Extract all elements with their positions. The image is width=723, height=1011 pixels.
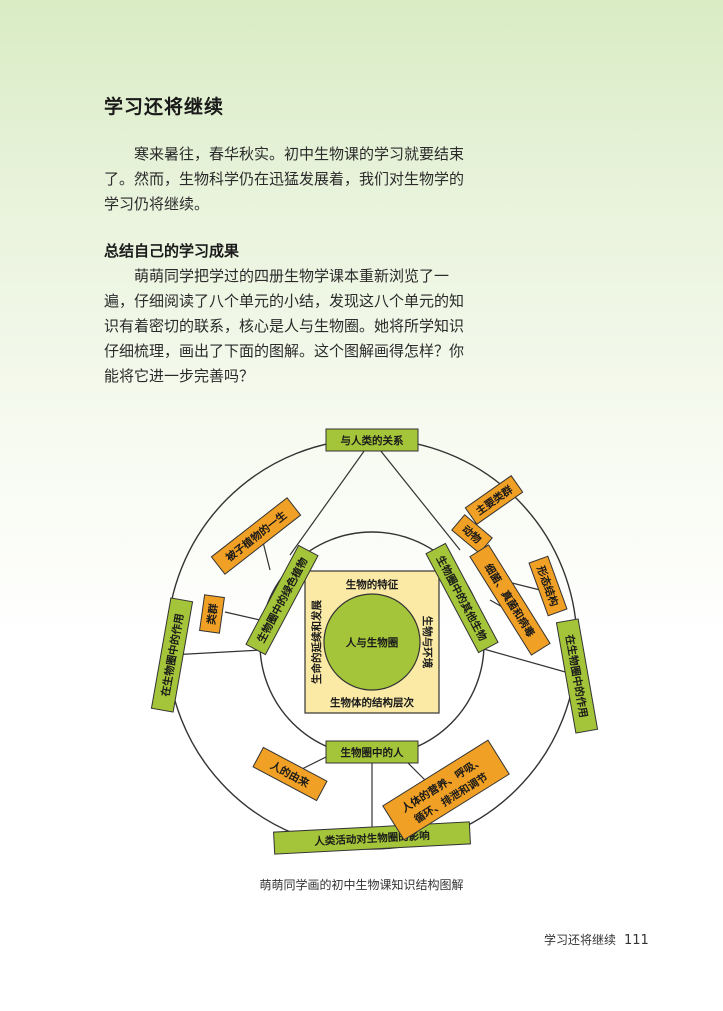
intro-paragraph: 寒来暑往，春华秋实。初中生物课的学习就要结束了。然而，生物科学仍在迅猛发展着，我… xyxy=(104,145,465,213)
leaf-major-groups-box: 主要类群 xyxy=(464,475,524,525)
core-circle xyxy=(323,593,421,691)
mid-bottom-box: 生物圈中的人 xyxy=(325,740,419,764)
center-label: 人与生物圈 xyxy=(346,636,399,649)
page-title: 学习还将继续 xyxy=(104,96,225,118)
outer-bottom-box: 人类活动对生物圈的影响 xyxy=(273,821,471,855)
subheading: 总结自己的学习成果 xyxy=(104,242,240,260)
outer-top-box: 与人类的关系 xyxy=(325,428,419,452)
inner-left-label: 生命的延续和发展 xyxy=(310,600,323,684)
mid-left-label: 生物圈中的绿色植物 xyxy=(255,555,311,645)
inner-bottom-label: 生物体的结构层次 xyxy=(330,696,414,709)
outer-top-label: 与人类的关系 xyxy=(341,434,404,447)
leaf-seed-plant-box: 被子植物的一生 xyxy=(210,497,302,575)
page-number: 111 xyxy=(624,933,649,948)
outer-right-box: 在生物圈中的作用 xyxy=(555,618,599,734)
leaf-human-origin-box: 人的由来 xyxy=(252,746,328,802)
body-paragraph: 萌萌同学把学过的四册生物学课本重新浏览了一遍，仔细阅读了八个单元的小结，发现这八… xyxy=(104,267,465,385)
leaf-animal-box: 动物 xyxy=(451,514,493,554)
inner-right-label: 生物与环境 xyxy=(421,616,434,669)
page-footer: 学习还将继续 111 xyxy=(544,931,649,948)
outer-left-box: 在生物圈中的作用 xyxy=(150,597,194,713)
figure-caption: 萌萌同学画的初中生物课知识结构图解 xyxy=(259,878,464,892)
leaf-algae-label: 类群 xyxy=(205,602,221,625)
mid-bottom-label: 生物圈中的人 xyxy=(341,746,404,759)
leaf-algae-box: 类群 xyxy=(199,594,225,634)
footer-section: 学习还将继续 xyxy=(544,933,617,947)
leaf-seed-plant-label: 被子植物的一生 xyxy=(223,508,289,564)
inner-top-label: 生物的特征 xyxy=(346,578,399,591)
